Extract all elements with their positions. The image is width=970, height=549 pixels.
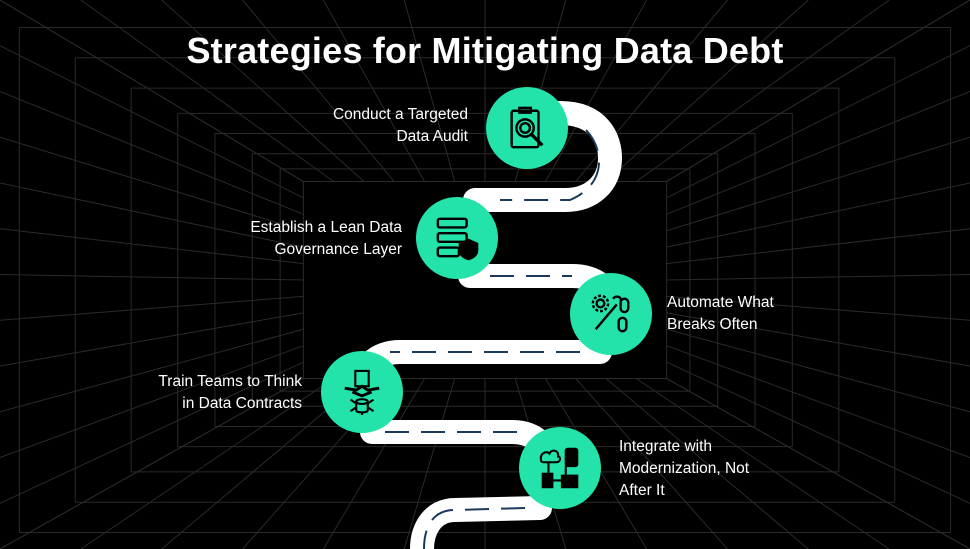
step-1-line-2: Data Audit: [396, 128, 468, 145]
grid-line: [403, 0, 456, 182]
grid-line: [605, 0, 809, 182]
road-segment-4: [360, 420, 560, 464]
grid-line: [0, 228, 304, 265]
grid-line: [242, 0, 395, 182]
grid-line: [666, 361, 970, 504]
step-4-line-1: Train Teams to Think: [158, 373, 302, 390]
grid-line: [0, 0, 304, 182]
step-3-line-2: Breaks Often: [667, 316, 758, 333]
grid-line: [80, 0, 334, 182]
grid-line: [0, 345, 304, 458]
grid-line: [545, 0, 648, 182]
grid-line: [636, 378, 890, 549]
grid-line: [666, 182, 970, 248]
grid-line: [666, 136, 970, 232]
server-shield-icon: [436, 217, 479, 261]
cloud-devices-icon: [539, 447, 579, 489]
step-5-label: Integrate with Modernization, Not After …: [619, 436, 749, 502]
step-3-label: Automate What Breaks Often: [667, 292, 774, 336]
step-5-line-3: After It: [619, 482, 665, 499]
clipboard-search-icon: [510, 106, 544, 149]
grid-line: [0, 361, 304, 504]
grid-line: [322, 0, 425, 182]
grid-line: [0, 312, 304, 367]
page-title: Strategies for Mitigating Data Debt: [186, 30, 784, 71]
step-2-line-2: Governance Layer: [274, 241, 402, 258]
grid-line: [666, 228, 970, 265]
grid-line: [666, 378, 970, 549]
step-5-line-1: Integrate with: [619, 438, 713, 455]
step-1-label: Conduct a Targeted Data Audit: [333, 104, 468, 148]
step-1-node: [486, 87, 568, 169]
step-2-label: Establish a Lean Data Governance Layer: [250, 217, 402, 261]
grid-line: [575, 378, 728, 549]
step-4-line-2: in Data Contracts: [182, 395, 302, 412]
grid-line: [0, 182, 304, 248]
step-4-label: Train Teams to Think in Data Contracts: [158, 371, 302, 415]
step-3-node: [570, 273, 652, 355]
grid-line: [0, 136, 304, 232]
grid-line: [403, 378, 456, 549]
grid-line: [0, 328, 304, 413]
grid-line: [0, 45, 304, 199]
grid-line: [0, 91, 304, 215]
grid-line: [666, 312, 970, 367]
step-5-node: [519, 427, 601, 509]
step-2-line-1: Establish a Lean Data: [250, 219, 402, 236]
step-3-line-1: Automate What: [667, 294, 774, 311]
gear-wrench-chain-icon: [591, 294, 630, 333]
grid-line: [666, 328, 970, 413]
grid-line: [0, 295, 304, 321]
grid-line: [322, 378, 425, 549]
grid-line: [666, 274, 970, 281]
road-segment-5: [410, 496, 552, 549]
grid-line: [636, 0, 890, 182]
grid-line: [666, 345, 970, 458]
step-1-line-1: Conduct a Targeted: [332, 106, 468, 123]
handshake-database-icon: [344, 369, 380, 415]
step-4-node: [321, 351, 403, 433]
grid-line: [666, 91, 970, 215]
step-5-line-2: Modernization, Not: [619, 460, 750, 477]
step-2-node: [416, 197, 498, 279]
grid-line: [666, 295, 970, 321]
grid-line: [0, 274, 304, 281]
grid-line: [605, 378, 809, 549]
grid-line: [0, 378, 304, 549]
grid-line: [80, 378, 334, 549]
grid-line: [666, 0, 970, 182]
road-segment-3: [350, 340, 612, 384]
grid-line: [161, 0, 365, 182]
grid-line: [666, 45, 970, 199]
road-segment-1: [463, 101, 623, 212]
